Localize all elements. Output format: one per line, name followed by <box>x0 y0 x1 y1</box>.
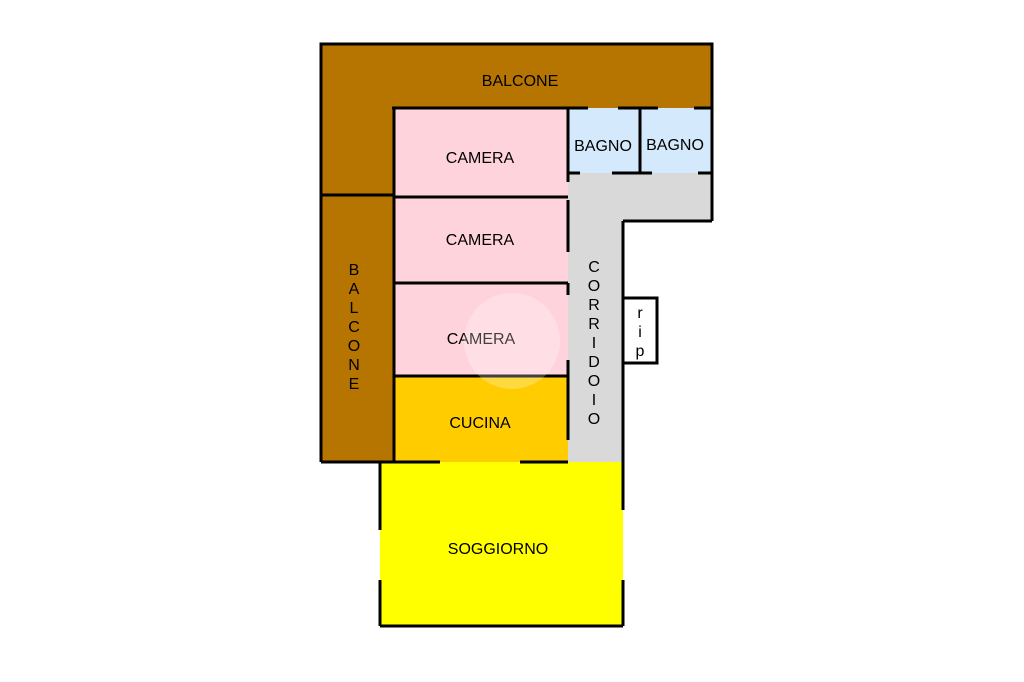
camera-3-label: CAMERA <box>447 331 516 348</box>
camera-2-fill <box>394 197 568 283</box>
corridor-vertical-fill <box>568 173 623 462</box>
soggiorno-fill <box>380 462 623 626</box>
camera-3-fill <box>394 283 568 376</box>
camera-1-label: CAMERA <box>446 150 515 167</box>
bagno-1-fill <box>568 108 640 173</box>
bagno-1-label: BAGNO <box>574 138 632 155</box>
camera-1-fill <box>394 108 568 197</box>
corridor-area <box>568 173 712 462</box>
walls <box>319 42 714 628</box>
corridor-horizontal-fill <box>568 173 712 221</box>
cucina-label: CUCINA <box>449 415 511 432</box>
rip-fill <box>623 298 657 363</box>
bagno-2-fill <box>640 108 712 173</box>
balcony-area <box>321 44 712 462</box>
cucina-fill <box>394 376 568 462</box>
soggiorno-label: SOGGIORNO <box>448 541 548 558</box>
camera-2-label: CAMERA <box>446 232 515 249</box>
balcony-top-label: BALCONE <box>482 73 558 90</box>
balcony-side-fill <box>321 44 394 462</box>
watermark-logo <box>464 293 560 389</box>
bagno-2-label: BAGNO <box>646 137 704 154</box>
